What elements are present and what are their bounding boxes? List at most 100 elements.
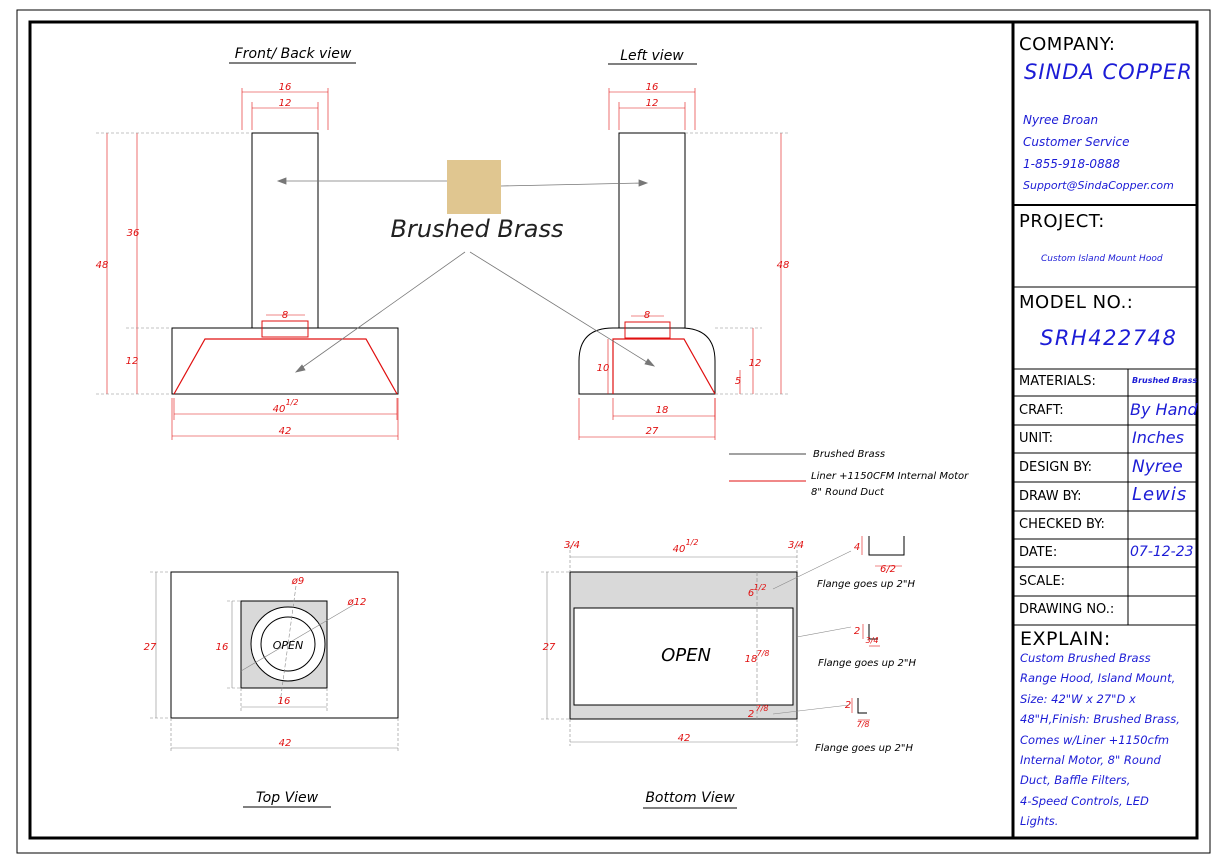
- bottom-dim-6: 6: [748, 588, 754, 599]
- left-dim-5: 5: [735, 376, 741, 387]
- left-view: 16 12 48 8 10 12 5 18 27: [578, 82, 790, 440]
- project-name: Custom Island Mount Hood: [1041, 254, 1163, 264]
- bottom-dim-18: 18: [745, 654, 758, 665]
- contact-email[interactable]: Support@SindaCopper.com: [1023, 179, 1174, 192]
- top-dim-16-vertical: 16: [216, 642, 229, 653]
- top-dim-42: 42: [279, 738, 292, 749]
- date-value: 07-12-23: [1130, 544, 1194, 560]
- front-dim-8: 8: [282, 310, 288, 321]
- project-label: PROJECT:: [1019, 211, 1105, 232]
- legend-red-label-1: Liner +1150CFM Internal Motor: [811, 471, 969, 482]
- bottom-dim-2-frac: 7/8: [756, 704, 769, 713]
- left-dim-16: 16: [646, 82, 659, 93]
- left-dim-10: 10: [597, 363, 610, 374]
- bottom-dim-40-frac: 1/2: [686, 538, 699, 547]
- front-dim-16: 16: [279, 82, 292, 93]
- explain-text: Custom Brushed Brass Range Hood, Island …: [1020, 648, 1198, 832]
- front-view: 16 12 48 36 12 8 40 1/2 42: [96, 82, 399, 440]
- front-dim-12: 12: [279, 98, 292, 109]
- flange-dim-7-8: 7/8: [857, 720, 870, 729]
- material-callout-label: Brushed Brass: [391, 215, 564, 243]
- inner-border: [28, 20, 1199, 840]
- bottom-view-title: Bottom View: [645, 790, 735, 806]
- draw-by-value: Lewis: [1132, 484, 1188, 505]
- design-by-value: Nyree: [1132, 457, 1183, 477]
- contact-department: Customer Service: [1023, 135, 1130, 149]
- bottom-dim-18-frac: 7/8: [757, 649, 770, 658]
- materials-label: MATERIALS:: [1019, 374, 1096, 389]
- top-dim-27: 27: [144, 642, 157, 653]
- left-dim-12: 12: [646, 98, 659, 109]
- top-dim-d12: ø12: [347, 597, 367, 608]
- flange-note-3: Flange goes up 2"H: [815, 743, 914, 754]
- flange-dim-2-a: 2: [854, 626, 860, 637]
- legend-red-label-2: 8" Round Duct: [811, 487, 885, 498]
- explain-label: EXPLAIN:: [1020, 628, 1111, 650]
- front-view-title: Front/ Back view: [235, 46, 352, 62]
- left-dim-27: 27: [646, 426, 659, 437]
- bottom-dim-40: 40: [673, 544, 686, 555]
- explain-line: Custom Brushed Brass: [1020, 651, 1151, 665]
- front-dim-48: 48: [96, 260, 109, 271]
- flange-dim-4: 4: [854, 542, 860, 553]
- bottom-open-label: OPEN: [661, 645, 711, 666]
- flange-details: 4 6/2 2 3/4 2 7/8 Flange goes up 2"H Fla…: [815, 536, 917, 754]
- drawing-no-label: DRAWING NO.:: [1019, 602, 1115, 617]
- bottom-dim-3-4-right: 3/4: [788, 540, 804, 551]
- flange-dim-2-b: 2: [845, 700, 851, 711]
- outer-border: [16, 9, 1211, 854]
- top-view-title: Top View: [256, 790, 319, 806]
- front-dim-36: 36: [127, 228, 140, 239]
- bottom-dim-27: 27: [543, 642, 556, 653]
- design-by-label: DESIGN BY:: [1019, 460, 1093, 475]
- brass-swatch: [447, 160, 501, 214]
- material-callout: Brushed Brass: [276, 160, 656, 373]
- top-dim-d9: ø9: [291, 576, 304, 587]
- explain-line: Internal Motor, 8" Round: [1020, 753, 1161, 768]
- front-dim-40-frac: 1/2: [286, 398, 299, 407]
- explain-line: 48"H,Finish: Brushed Brass,: [1020, 712, 1180, 727]
- bottom-dim-3-4-left: 3/4: [564, 540, 580, 551]
- left-dim-8: 8: [644, 310, 650, 321]
- left-view-title: Left view: [620, 48, 684, 64]
- top-view: ø9 ø12 27 16 16 42 OPEN: [144, 571, 399, 752]
- model-label: MODEL NO.:: [1019, 292, 1134, 313]
- bottom-view: 3/4 3/4 40 1/2 6 1/2 18 7/8 2 7/8 27 42 …: [541, 538, 852, 746]
- explain-line: Range Hood, Island Mount,: [1020, 671, 1176, 686]
- top-open-label: OPEN: [273, 639, 303, 652]
- explain-line: Lights.: [1020, 814, 1059, 829]
- craft-value: By Hand: [1130, 400, 1198, 419]
- craft-label: CRAFT:: [1019, 403, 1064, 418]
- flange-dim-6: 6/2: [880, 564, 896, 575]
- unit-label: UNIT:: [1019, 431, 1053, 446]
- front-dim-12-body: 12: [126, 356, 139, 367]
- front-dim-40: 40: [273, 404, 286, 415]
- bottom-dim-42: 42: [678, 733, 691, 744]
- flange-dim-3-4: 3/4: [866, 636, 879, 645]
- explain-line: Comes w/Liner +1150cfm: [1020, 732, 1170, 747]
- title-block-grid: [1013, 204, 1197, 626]
- left-dim-48: 48: [777, 260, 790, 271]
- contact-phone: 1-855-918-0888: [1023, 157, 1120, 171]
- unit-value: Inches: [1132, 428, 1184, 447]
- flange-note-2: Flange goes up 2"H: [818, 658, 917, 669]
- model-number: SRH422748: [1040, 326, 1178, 350]
- draw-by-label: DRAW BY:: [1019, 489, 1082, 504]
- company-label: COMPANY:: [1019, 34, 1116, 55]
- explain-line: Duct, Baffle Filters,: [1020, 773, 1131, 788]
- explain-line: Size: 42"W x 27"D x: [1020, 691, 1136, 706]
- front-dim-42: 42: [279, 426, 292, 437]
- date-label: DATE:: [1019, 545, 1058, 560]
- flange-note-1: Flange goes up 2"H: [817, 579, 916, 590]
- left-dim-18: 18: [656, 405, 669, 416]
- scale-label: SCALE:: [1019, 574, 1066, 589]
- materials-value: Brushed Brass: [1132, 376, 1198, 385]
- company-name: SINDA COPPER: [1024, 60, 1193, 84]
- explain-line: 4-Speed Controls, LED: [1020, 793, 1149, 808]
- bottom-dim-6-frac: 1/2: [754, 583, 767, 592]
- top-dim-16-horizontal: 16: [278, 696, 291, 707]
- left-dim-12: 12: [749, 358, 762, 369]
- contact-name: Nyree Broan: [1023, 113, 1099, 127]
- legend: Brushed Brass Liner +1150CFM Internal Mo…: [729, 449, 969, 498]
